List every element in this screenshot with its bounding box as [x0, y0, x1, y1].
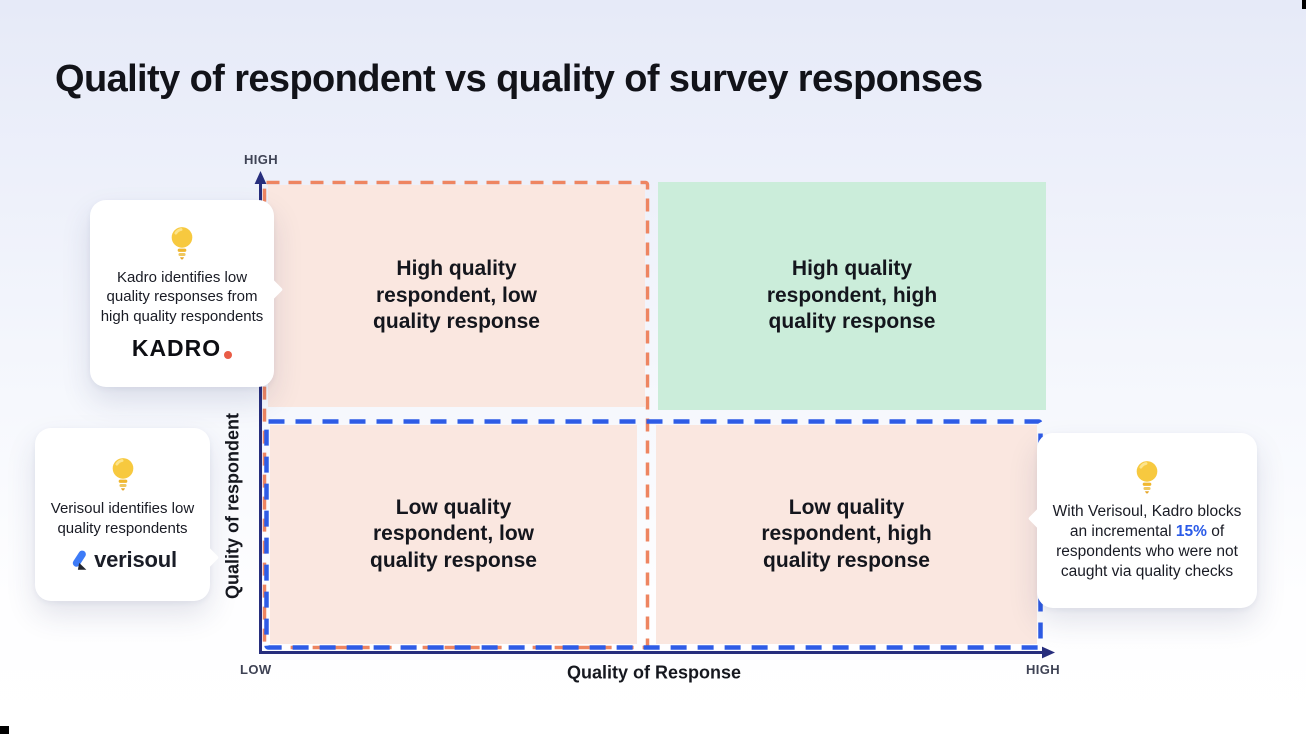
impact-text-before: With Verisoul, Kadro blocks an increment… — [1052, 502, 1242, 540]
verisoul-wordmark: verisoul — [94, 547, 177, 572]
x-axis-high-label: HIGH — [1026, 662, 1061, 677]
kadro-dot-icon — [224, 351, 233, 360]
quadrant-label: Low quality respondent, low quality resp… — [370, 495, 537, 572]
low-quality-response-dashed-outline — [262, 180, 650, 650]
y-axis-high-label: HIGH — [244, 152, 279, 167]
kadro-callout-card: Kadro identifies low quality responses f… — [90, 200, 284, 387]
x-axis-title: Quality of Response — [566, 662, 742, 683]
screen-artifact — [1302, 0, 1306, 9]
origin-low-label: LOW — [240, 662, 272, 677]
verisoul-mark-icon — [72, 550, 87, 570]
verisoul-callout-text: Verisoul identifies low quality responde… — [50, 500, 195, 537]
verisoul-callout-card: Verisoul identifies low quality responde… — [35, 428, 220, 601]
quadrant-bottom-right: Low quality respondent, high quality res… — [656, 425, 1037, 644]
kadro-wordmark: KADRO — [131, 335, 222, 362]
quadrant-label: High quality respondent, high quality re… — [766, 257, 938, 334]
quadrant-label: High quality respondent, low quality res… — [373, 257, 540, 334]
x-axis-arrow-icon — [1042, 646, 1055, 659]
lightbulb-icon — [112, 458, 133, 491]
y-axis-title: Quality of respondent — [222, 412, 243, 600]
impact-text-after: of respondents who were not caught via q… — [1056, 522, 1238, 581]
kadro-logo: KADRO — [131, 335, 233, 362]
low-quality-respondent-dashed-outline — [264, 419, 1043, 650]
impact-highlight-value: 15% — [1175, 522, 1207, 540]
quadrant-label: Low quality respondent, high quality res… — [761, 495, 932, 572]
impact-callout-text: With Verisoul, Kadro blocks an increment… — [1047, 502, 1247, 583]
quadrant-top-right: High quality respondent, high quality re… — [658, 182, 1046, 410]
page-title: Quality of respondent vs quality of surv… — [55, 58, 983, 100]
quadrant-bottom-left: Low quality respondent, low quality resp… — [270, 425, 637, 644]
kadro-callout-text: Kadro identifies low quality responses f… — [100, 268, 264, 325]
lightbulb-icon — [171, 226, 193, 260]
screen-artifact — [0, 726, 9, 734]
quadrant-top-left: High quality respondent, low quality res… — [268, 185, 645, 407]
lightbulb-icon — [1136, 460, 1158, 494]
y-axis-arrow-icon — [254, 171, 267, 184]
verisoul-logo: verisoul — [68, 547, 177, 573]
impact-callout-card: With Verisoul, Kadro blocks an increment… — [1027, 433, 1257, 608]
